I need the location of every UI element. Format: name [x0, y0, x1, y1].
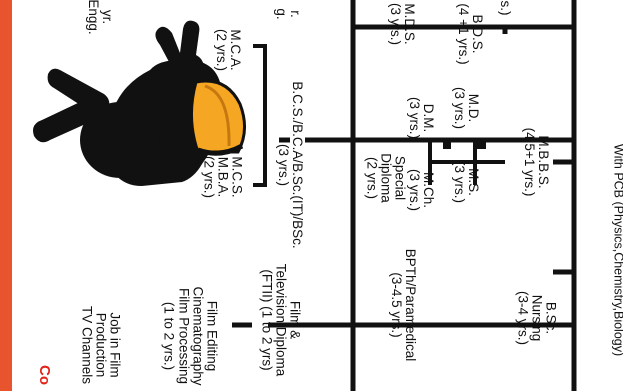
special-diploma-node: Special Diploma (2 yrs.): [364, 153, 407, 203]
mca-node: M.C.A. (2 yrs.): [214, 29, 242, 71]
film-tv-node: Film & Television Diploma (FTII) (1 to 2…: [259, 264, 302, 377]
mcs-mba-node: M.C.S. M.B.A. (2 yrs.): [201, 156, 244, 198]
bcs-node: B.C.S./B.C.A/B.Sc.(IT)/BSc. (3 yrs.): [276, 81, 304, 248]
job-film-node: Job in Film Production TV Channels: [79, 306, 122, 384]
red-fragment: Co: [36, 365, 52, 385]
mds-node: M.D.S. (3 yrs.): [388, 3, 416, 45]
ms-node: M.S. (3 yrs.): [452, 161, 480, 203]
bds-node: B.D.S. (4 +1 yrs.): [456, 3, 484, 64]
bsc-nursing-node: B.Sc. Nursing (3-4 yrs.): [515, 291, 558, 345]
left-fragment-2: r. g.: [274, 8, 302, 19]
bpth-node: BPTh/Paramedical (3-4.5 yrs.): [389, 249, 417, 362]
top-fragment: s.): [498, 1, 512, 16]
film-editing-node: Film Editing Cinematography Film Process…: [162, 286, 219, 385]
md-node: M.D. (3 yrs.): [452, 87, 480, 129]
mbbs-node: M.B.B.S. (4.5+1 yrs.): [522, 128, 550, 197]
dm-node: D.M. (3 yrs.): [407, 97, 435, 139]
stream-pcb-label: With PCB (Physics,Chemistry,Biology): [611, 144, 623, 356]
left-fragment: yr. Engg.: [86, 0, 114, 35]
mch-node: M.Ch. (3 yrs.): [407, 169, 435, 211]
